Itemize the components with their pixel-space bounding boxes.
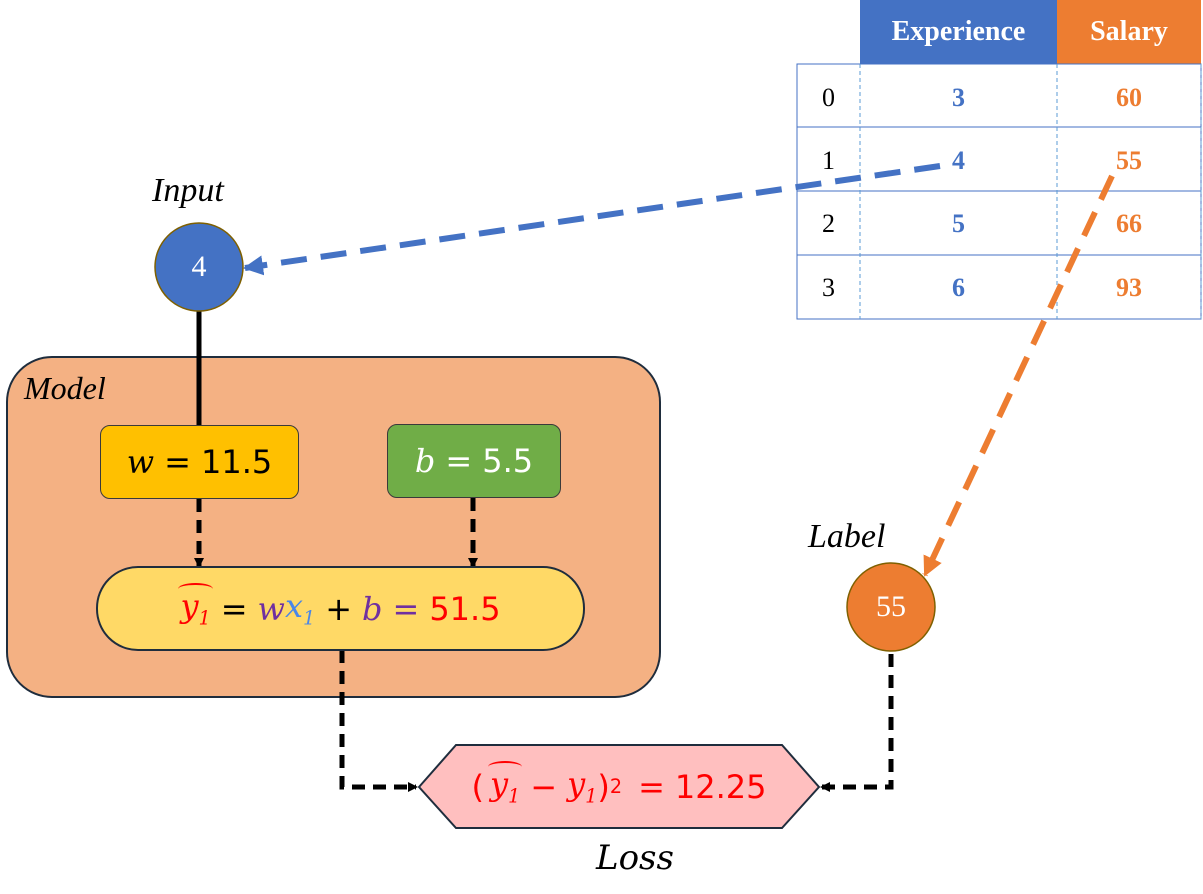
row-index: 0 — [822, 83, 835, 112]
salary-cell: 60 — [1116, 83, 1142, 112]
prediction-x: x1 — [285, 587, 315, 629]
loss-yhat-letter: y — [489, 765, 509, 804]
bias-symbol: b — [414, 442, 436, 480]
bias-value: 5.5 — [482, 442, 534, 480]
row-index: 1 — [822, 146, 835, 175]
label-to-loss-arrow — [820, 654, 894, 792]
loss-equation: ( y1 − y1 )2 = 12.25 — [419, 745, 819, 828]
header-salary: Salary — [1090, 16, 1168, 47]
yhat-subscript: 1 — [198, 606, 211, 630]
label-value: 55 — [876, 590, 906, 623]
label-title: Label — [808, 518, 886, 555]
experience-header-bg — [860, 0, 1057, 64]
loss-exponent: 2 — [609, 775, 623, 798]
input-label: Input — [152, 172, 224, 209]
experience-cell: 4 — [952, 146, 965, 175]
data-table-grid — [796, 0, 1202, 320]
experience-to-input-arrow — [243, 163, 941, 276]
input-node — [154, 222, 244, 312]
bias-box: b = 5.5 — [387, 424, 561, 498]
loss-y-letter: y — [567, 765, 586, 804]
salary-to-label-arrow — [922, 174, 1115, 577]
loss-equals: = — [638, 767, 665, 806]
x-subscript: 1 — [302, 606, 316, 630]
salary-cell: 66 — [1116, 209, 1142, 238]
yhat-symbol: y1 — [178, 583, 214, 630]
loss-title: Loss — [596, 838, 674, 878]
weight-value: 11.5 — [200, 443, 273, 481]
input-value: 4 — [191, 250, 207, 283]
loss-open-paren: ( — [471, 767, 484, 806]
prediction-b: b — [362, 589, 383, 628]
weight-box: w = 11.5 — [100, 425, 299, 499]
loss-y-subscript: 1 — [585, 784, 598, 808]
salary-cell: 93 — [1116, 273, 1142, 302]
yhat-letter: y — [180, 587, 199, 626]
bias-equals: = — [445, 442, 473, 480]
experience-cell: 3 — [952, 83, 965, 112]
prediction-equals-1: = — [220, 589, 248, 628]
loss-y: y1 — [567, 765, 597, 807]
prediction-equals-2: = — [392, 589, 420, 628]
loss-close-paren: ) — [597, 767, 610, 806]
experience-cell: 6 — [952, 273, 965, 302]
prediction-plus: + — [325, 589, 353, 628]
weight-equals: = — [164, 443, 191, 481]
row-index: 3 — [822, 273, 835, 302]
loss-yhat: y1 — [487, 761, 523, 808]
x-letter: x — [284, 587, 303, 626]
prediction-to-loss-arrow — [339, 650, 418, 792]
salary-cell: 55 — [1116, 146, 1142, 175]
prediction-w: w — [257, 589, 285, 628]
label-node — [846, 562, 936, 652]
loss-minus: − — [530, 767, 558, 806]
experience-cell: 5 — [952, 209, 965, 238]
prediction-box — [96, 566, 585, 651]
salary-header-bg — [1057, 0, 1201, 64]
row-index: 2 — [822, 209, 835, 238]
model-title: Model — [24, 370, 106, 406]
weight-symbol: w — [126, 443, 155, 481]
loss-value: 12.25 — [674, 767, 767, 806]
header-experience: Experience — [891, 16, 1026, 47]
prediction-equation: y1 = w x1 + b = 51.5 — [97, 567, 584, 650]
loss-yhat-subscript: 1 — [508, 784, 521, 808]
prediction-result: 51.5 — [429, 589, 501, 628]
